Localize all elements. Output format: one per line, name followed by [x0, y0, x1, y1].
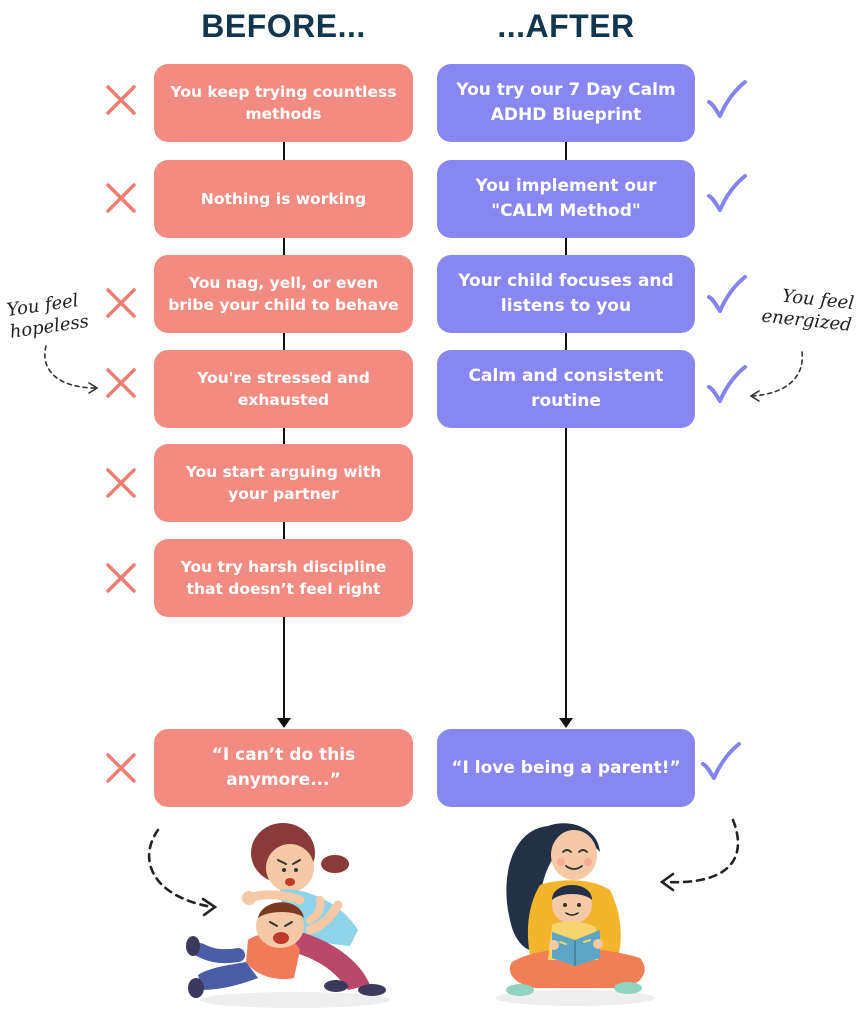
x-mark-icon	[106, 288, 136, 318]
before-step-3: You nag, yell, or even bribe your child …	[154, 255, 413, 333]
before-step-1: You keep trying countless methods	[154, 64, 413, 142]
before-step-2: Nothing is working	[154, 160, 413, 238]
x-mark-icon	[106, 753, 136, 783]
before-connector-arrowhead	[277, 718, 291, 728]
after-result: “I love being a parent!”	[437, 729, 695, 807]
after-connector-arrowhead	[559, 718, 573, 728]
x-mark-icon	[106, 183, 136, 213]
check-mark-icon	[701, 742, 741, 780]
x-mark-icon	[106, 563, 136, 593]
check-mark-icon	[707, 174, 747, 212]
check-mark-icon	[707, 275, 747, 313]
x-mark-icon	[106, 368, 136, 398]
dashed-arrow-energized	[749, 351, 804, 402]
dashed-arrow-before-illustration	[147, 828, 218, 917]
x-mark-icon	[106, 468, 136, 498]
check-mark-icon	[707, 80, 747, 118]
dashed-arrow-after-illustration	[659, 818, 740, 892]
before-step-6: You try harsh discipline that doesn’t fe…	[154, 539, 413, 617]
before-step-5: You start arguing with your partner	[154, 444, 413, 522]
after-heading: ...AFTER	[497, 8, 635, 44]
before-heading: BEFORE...	[201, 8, 366, 44]
x-mark-icon	[106, 85, 136, 115]
before-result: “I can’t do this anymore...”	[154, 729, 413, 807]
after-step-1: You try our 7 Day Calm ADHD Blueprint	[437, 64, 695, 142]
after-step-3: Your child focuses and listens to you	[437, 255, 695, 333]
check-mark-icon	[707, 365, 747, 403]
after-step-2: You implement our "CALM Method"	[437, 160, 695, 238]
after-step-4: Calm and consistent routine	[437, 350, 695, 428]
dashed-arrow-hopeless	[44, 345, 99, 394]
before-step-4: You're stressed and exhausted	[154, 350, 413, 428]
